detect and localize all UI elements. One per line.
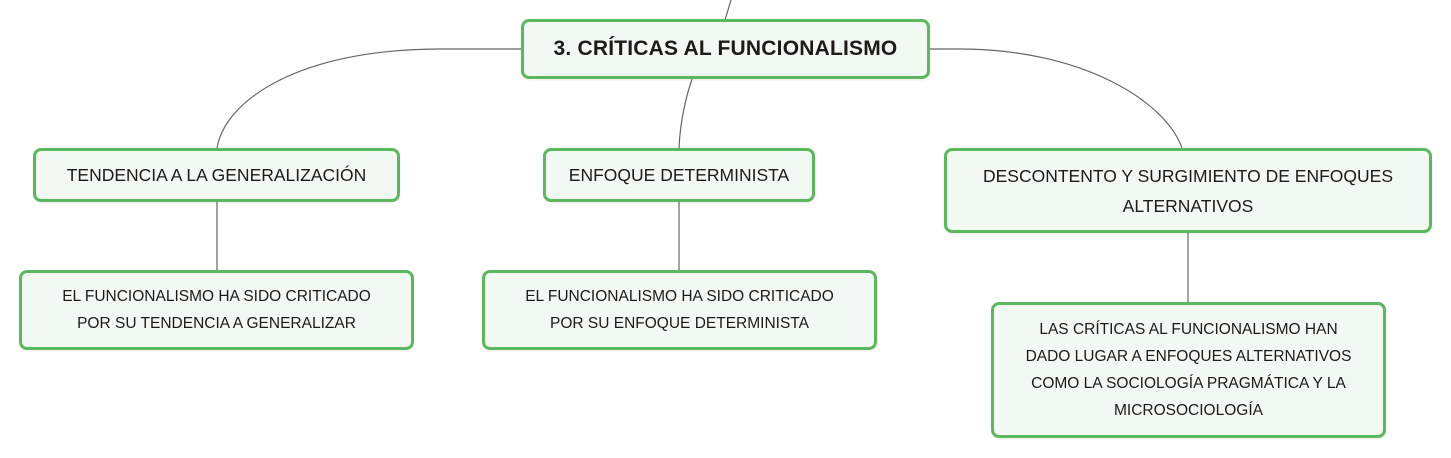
subtopic-determinista[interactable]: EL FUNCIONALISMO HA SIDO CRITICADO POR S…	[482, 270, 877, 350]
root-topic[interactable]: 3. CRÍTICAS AL FUNCIONALISMO	[521, 19, 930, 79]
root-topic-label: 3. CRÍTICAS AL FUNCIONALISMO	[553, 37, 898, 60]
subtopic-label: EL FUNCIONALISMO HA SIDO CRITICADO POR S…	[62, 288, 371, 332]
topic-label: ENFOQUE DETERMINISTA	[568, 165, 790, 185]
topic-descontento-enfoques[interactable]: DESCONTENTO Y SURGIMIENTO DE ENFOQUES AL…	[944, 148, 1432, 233]
topic-enfoque-determinista[interactable]: ENFOQUE DETERMINISTA	[543, 148, 815, 202]
subtopic-label: EL FUNCIONALISMO HA SIDO CRITICADO POR S…	[525, 288, 834, 332]
topic-tendencia-generalizacion[interactable]: TENDENCIA A LA GENERALIZACIÓN	[33, 148, 400, 202]
subtopic-label: LAS CRÍTICAS AL FUNCIONALISMO HAN DADO L…	[1025, 321, 1352, 419]
subtopic-generalizar[interactable]: EL FUNCIONALISMO HA SIDO CRITICADO POR S…	[19, 270, 414, 350]
topic-label: TENDENCIA A LA GENERALIZACIÓN	[66, 165, 367, 185]
subtopic-enfoques-alternativos[interactable]: LAS CRÍTICAS AL FUNCIONALISMO HAN DADO L…	[991, 302, 1386, 438]
topic-label: DESCONTENTO Y SURGIMIENTO DE ENFOQUES AL…	[982, 165, 1394, 216]
connector-root-to-generalizacion	[216, 48, 521, 149]
connector-root-to-descontento	[930, 48, 1183, 149]
connector-root-to-determinista	[678, 78, 693, 149]
connector-parent-to-root	[724, 0, 732, 21]
